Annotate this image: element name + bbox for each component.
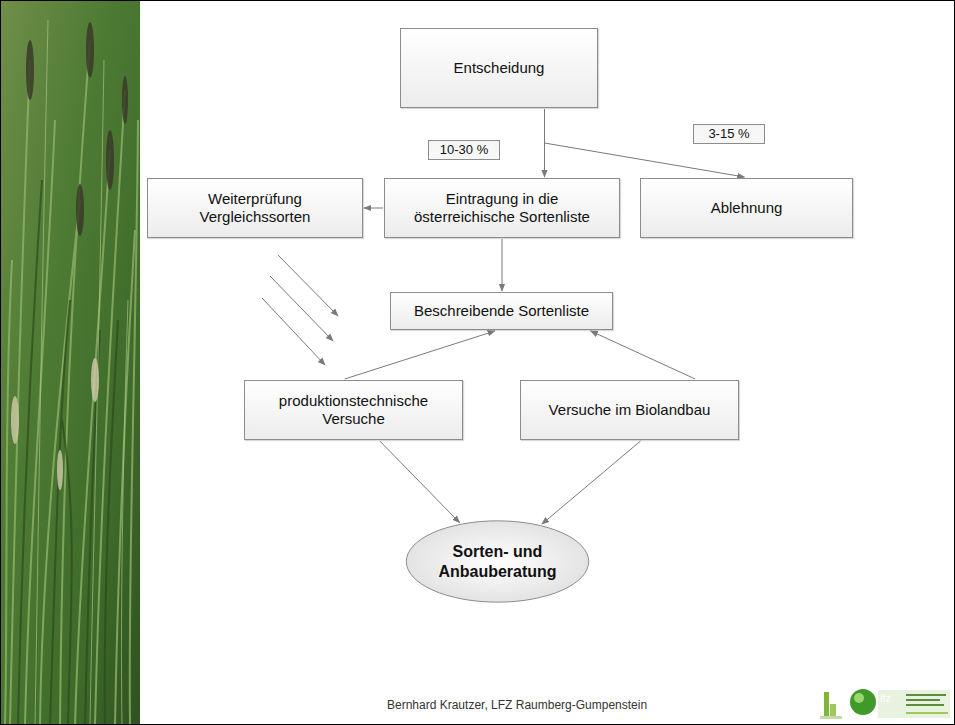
process-box: Ablehnung	[640, 178, 853, 238]
process-box: Beschreibende Sortenliste	[390, 292, 613, 330]
process-box: Eintragung in die österreichische Sorten…	[384, 178, 620, 238]
grass-photo	[0, 0, 140, 725]
connector-arrow	[542, 441, 641, 524]
ellipse-outline	[405, 520, 590, 603]
logo-text: lfz	[880, 692, 891, 704]
node-text: 10-30 %	[440, 142, 488, 158]
decision-box: Entscheidung	[400, 28, 598, 108]
feed-arrows	[262, 255, 338, 365]
connector-arrow	[380, 441, 460, 523]
logo-graphics	[820, 686, 952, 722]
node-text: Weiterprüfung Vergleichssorten	[180, 190, 330, 226]
node-text: Beschreibende Sortenliste	[414, 302, 589, 320]
node-text: Eintragung in die österreichische Sorten…	[396, 190, 608, 226]
author-credit: Bernhard Krautzer, LFZ Raumberg-Gumpenst…	[387, 698, 647, 712]
node-text: Ablehnung	[711, 199, 783, 217]
percent-tag: 10-30 %	[428, 140, 500, 160]
connector-arrow	[591, 331, 696, 379]
node-text: 3-15 %	[708, 126, 749, 142]
node-text: Entscheidung	[454, 59, 545, 77]
node-text: Versuche im Biolandbau	[549, 401, 711, 419]
process-box: produktionstechnische Versuche	[244, 380, 463, 440]
process-box: Weiterprüfung Vergleichssorten	[147, 178, 363, 238]
connector-arrow	[364, 208, 383, 209]
result-ellipse: Sorten- und Anbauberatung	[405, 520, 590, 603]
node-text: produktionstechnische Versuche	[266, 392, 441, 428]
node-text: Sorten- und Anbauberatung	[435, 542, 560, 580]
connector-arrow	[345, 331, 495, 379]
percent-tag: 3-15 %	[693, 124, 765, 144]
connector-arrow	[502, 239, 503, 291]
process-box: Versuche im Biolandbau	[520, 380, 739, 440]
